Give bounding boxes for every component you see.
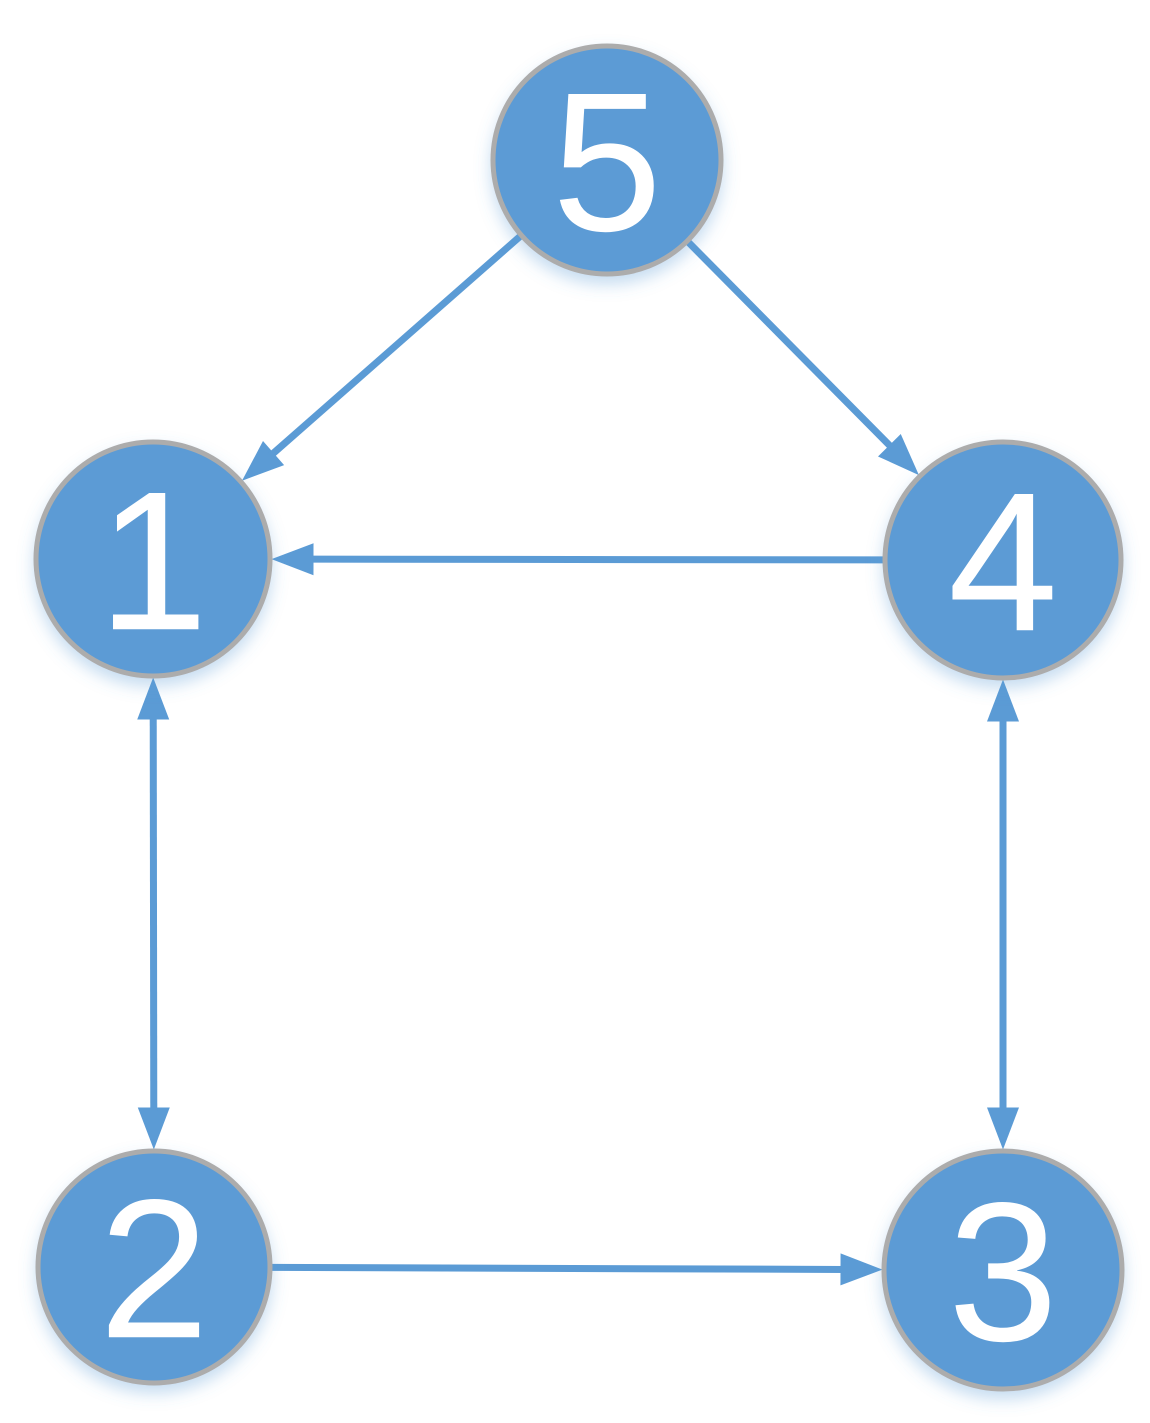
node-circle <box>35 1148 273 1386</box>
edge-line <box>149 715 158 1112</box>
edge-2-3 <box>271 1253 883 1286</box>
arrowhead <box>987 679 1019 722</box>
edge-line <box>685 239 895 451</box>
node-label: 1 <box>98 450 208 671</box>
arrowhead <box>878 433 919 476</box>
edge-line <box>268 233 523 459</box>
edge-5-4 <box>685 239 919 476</box>
edge-4-1 <box>271 543 884 576</box>
graph-node-4: 4 <box>882 439 1124 681</box>
graph-node-1: 1 <box>33 439 273 679</box>
edge-4-3 <box>987 679 1019 1150</box>
node-label: 4 <box>948 451 1058 672</box>
node-circle <box>881 1148 1125 1392</box>
node-label: 5 <box>552 51 662 272</box>
graph-node-3: 3 <box>881 1148 1125 1392</box>
graph-node-2: 2 <box>35 1148 273 1386</box>
node-label: 2 <box>99 1158 209 1379</box>
arrowhead <box>242 441 285 481</box>
node-circle <box>490 43 724 277</box>
edge-line <box>309 555 884 564</box>
edge-1-2 <box>137 677 170 1150</box>
arrowhead <box>137 1107 170 1150</box>
node-label: 3 <box>948 1161 1058 1382</box>
arrowhead <box>271 543 314 576</box>
arrowhead <box>840 1253 883 1286</box>
node-circle <box>33 439 273 679</box>
edge-line <box>271 1263 845 1273</box>
arrowhead <box>987 1107 1019 1150</box>
node-circle <box>882 439 1124 681</box>
arrowhead <box>137 677 170 720</box>
edge-5-1 <box>242 233 523 481</box>
graph-node-5: 5 <box>490 43 724 277</box>
